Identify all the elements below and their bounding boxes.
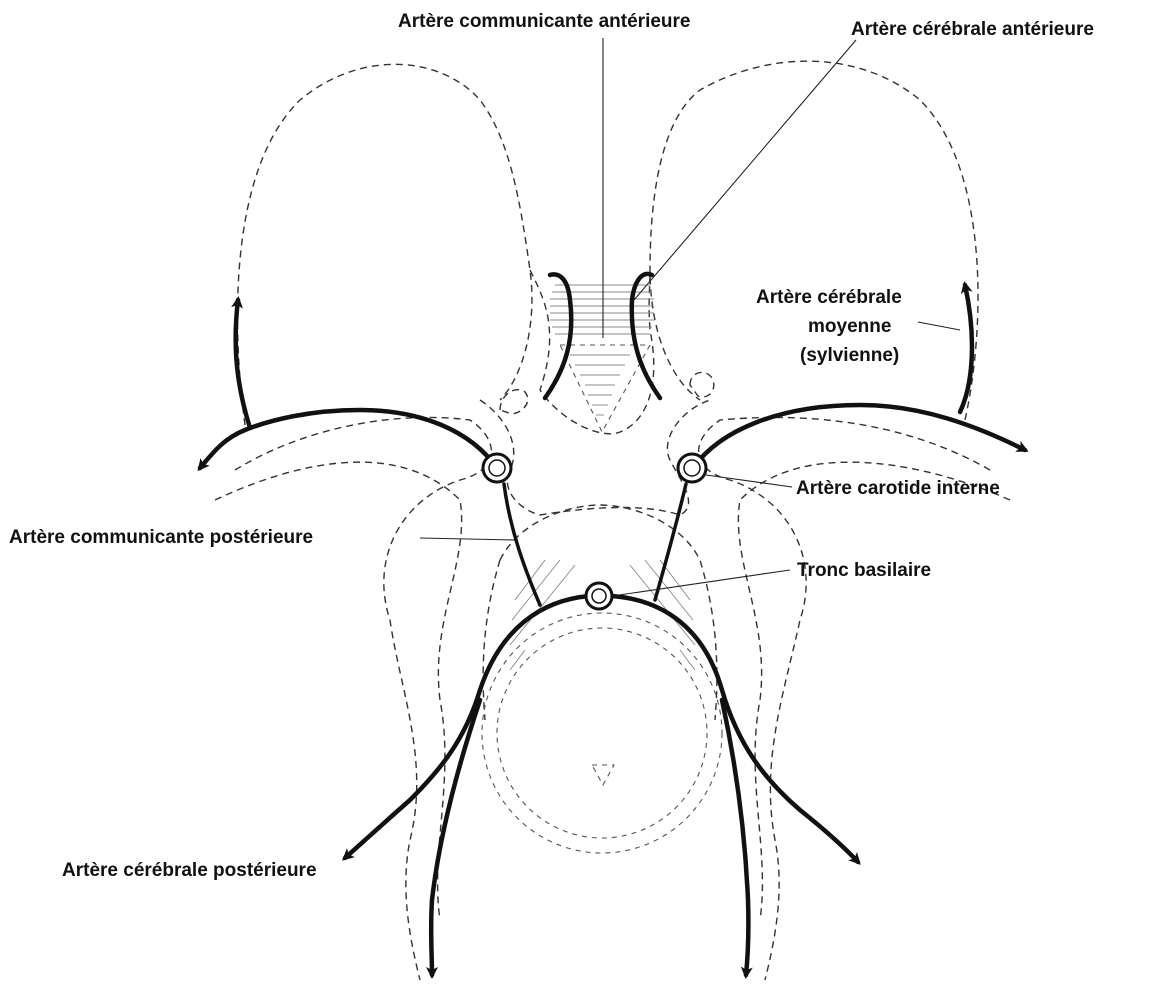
label-middle-cerebral-line1: Artère cérébrale (756, 287, 902, 308)
label-middle-cerebral-line2: moyenne (808, 316, 891, 337)
right-temporal-lobe-outline (699, 417, 990, 980)
central-hypothalamus-outline (480, 400, 710, 515)
left-posterior-cerebral-artery (345, 596, 590, 858)
pons-outline (500, 505, 717, 720)
left-frontal-lobe-outline (237, 64, 531, 425)
left-middle-cerebral-branch (236, 300, 250, 428)
label-posterior-communicating-artery: Artère communicante postérieure (9, 527, 313, 548)
arteries (200, 274, 1025, 975)
leader-basilar-trunk (612, 570, 790, 596)
right-posterior-communicating-artery (655, 484, 686, 600)
label-internal-carotid-artery: Artère carotide interne (796, 478, 1000, 499)
left-optic-stub-outline (500, 390, 528, 414)
left-anterior-cerebral-artery (545, 274, 571, 398)
right-optic-stub-outline (690, 372, 714, 397)
label-anterior-communicating-artery: Artère communicante antérieure (398, 11, 691, 32)
leader-internal-carotid (706, 475, 792, 487)
label-posterior-cerebral-artery: Artère cérébrale postérieure (62, 860, 317, 881)
right-anterior-cerebral-artery (632, 274, 660, 398)
medulla-outline (482, 613, 722, 853)
right-frontal-lobe-outline (650, 61, 978, 420)
leader-middle-cerebral (918, 322, 960, 330)
medulla-inner-outline (497, 628, 707, 838)
labels: Artère communicante antérieure Artère cé… (9, 11, 1094, 881)
right-posterior-cerebral-artery (612, 596, 858, 862)
right-temporal-inner-outline (738, 462, 1010, 920)
label-anterior-cerebral-artery: Artère cérébrale antérieure (851, 19, 1094, 40)
right-middle-cerebral-artery (693, 405, 1025, 468)
leader-anterior-cerebral (634, 40, 856, 300)
left-temporal-lobe-outline (235, 417, 491, 980)
brain-outline (215, 61, 1010, 980)
label-middle-cerebral-line3: (sylvienne) (800, 345, 899, 366)
leader-posterior-communicating (420, 538, 515, 540)
label-basilar-trunk: Tronc basilaire (797, 560, 931, 581)
medulla-notch (592, 765, 614, 785)
pons-left-side-outline (483, 560, 500, 720)
